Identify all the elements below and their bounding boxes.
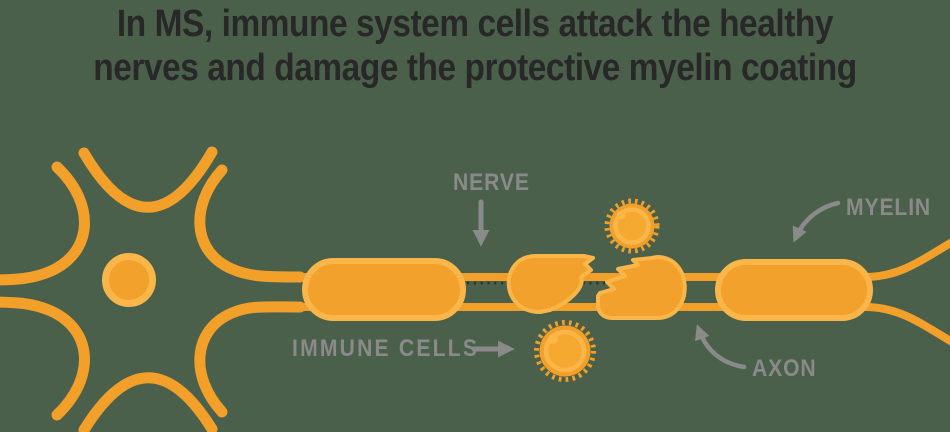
nerve-label: NERVE	[453, 169, 530, 196]
immune-cell-highlight	[548, 334, 558, 344]
neuron-cell-body	[0, 146, 306, 432]
immune-cells-label: IMMUNE CELLS	[292, 335, 480, 362]
damaged-myelin-fragments	[506, 254, 687, 320]
axon-curved-arrow-icon	[694, 324, 747, 370]
nucleus	[102, 253, 156, 307]
soma-bottom-arc	[78, 372, 218, 432]
immune-cell-highlight	[616, 210, 626, 220]
myelin-fragment-left	[506, 254, 595, 314]
soma-upper-right-arc-axon-hillock	[194, 164, 306, 283]
immune-cell-lower	[534, 320, 596, 382]
soma-upper-left-arc-dendrite	[0, 161, 90, 286]
soma-lower-right-arc-axon-hillock	[194, 301, 306, 418]
myelin-label: MYELIN	[846, 194, 932, 221]
myelin-curved-arrow-icon	[792, 200, 841, 243]
axon-label: AXON	[752, 355, 817, 382]
annotation-arrows	[471, 199, 841, 370]
axon-bottom-line	[286, 303, 950, 346]
title-line-2: nerves and damage the protective myelin …	[93, 47, 857, 89]
immune-cell-upper	[604, 198, 660, 254]
myelin-segment-right	[715, 259, 873, 321]
myelin-sheath-segments	[302, 258, 873, 321]
myelin-fragment-right	[596, 255, 687, 320]
immune-cell-spikes	[534, 320, 596, 382]
myelin-segment-left	[302, 258, 466, 321]
title-line-1: In MS, immune system cells attack the he…	[116, 3, 834, 45]
soma-lower-left-arc-dendrite	[0, 296, 90, 421]
title: In MS, immune system cells attack the he…	[57, 2, 893, 90]
immune-cell-spikes	[604, 198, 660, 254]
soma-top-arc	[78, 146, 218, 213]
